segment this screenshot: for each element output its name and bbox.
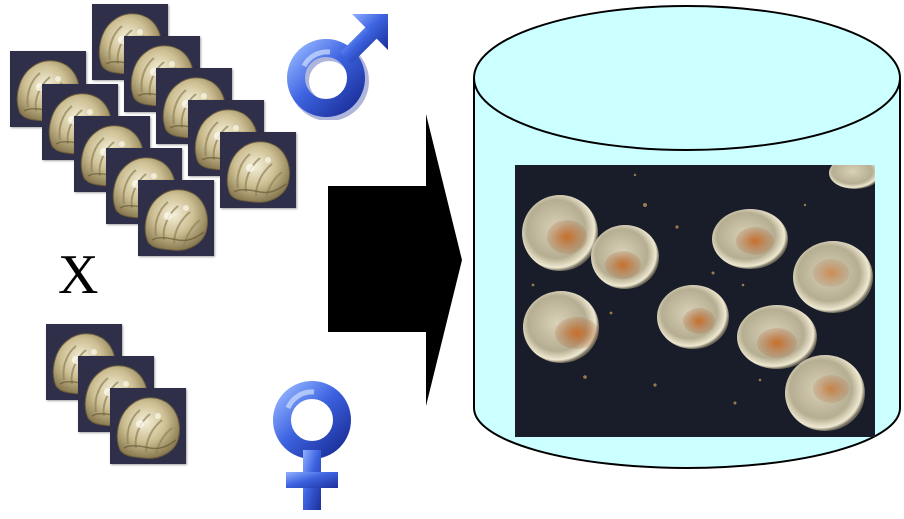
larva	[712, 209, 788, 269]
oyster-icon	[138, 180, 214, 256]
oyster-icon	[110, 388, 186, 464]
arrow-icon	[326, 112, 464, 408]
larva	[793, 241, 873, 313]
larva	[523, 291, 599, 363]
male-symbol-icon	[282, 8, 394, 120]
larva	[591, 225, 659, 289]
larva	[737, 305, 817, 369]
cross-label: X	[58, 245, 98, 305]
larva	[522, 195, 598, 271]
larva	[785, 355, 865, 431]
oyster-icon	[220, 132, 296, 208]
larvae-photo	[515, 165, 875, 437]
larva	[657, 285, 729, 349]
